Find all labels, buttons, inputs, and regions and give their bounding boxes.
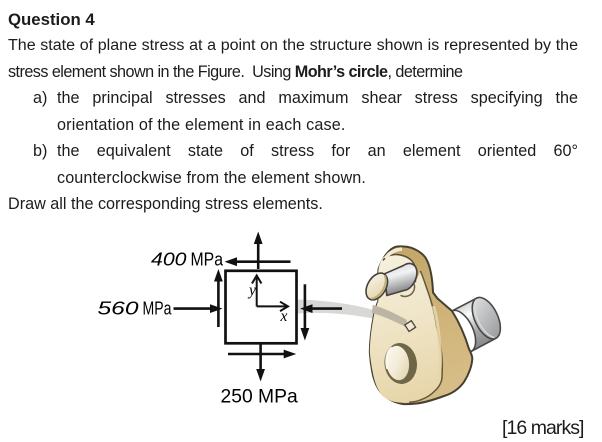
svg-text:x: x — [280, 308, 288, 325]
svg-text:y: y — [247, 282, 256, 299]
svg-text:MPa: MPa — [143, 299, 173, 319]
svg-text:400: 400 — [151, 250, 187, 270]
svg-text:250 MPa: 250 MPa — [221, 387, 298, 408]
svg-text:560: 560 — [98, 299, 139, 319]
svg-text:MPa: MPa — [191, 250, 224, 270]
